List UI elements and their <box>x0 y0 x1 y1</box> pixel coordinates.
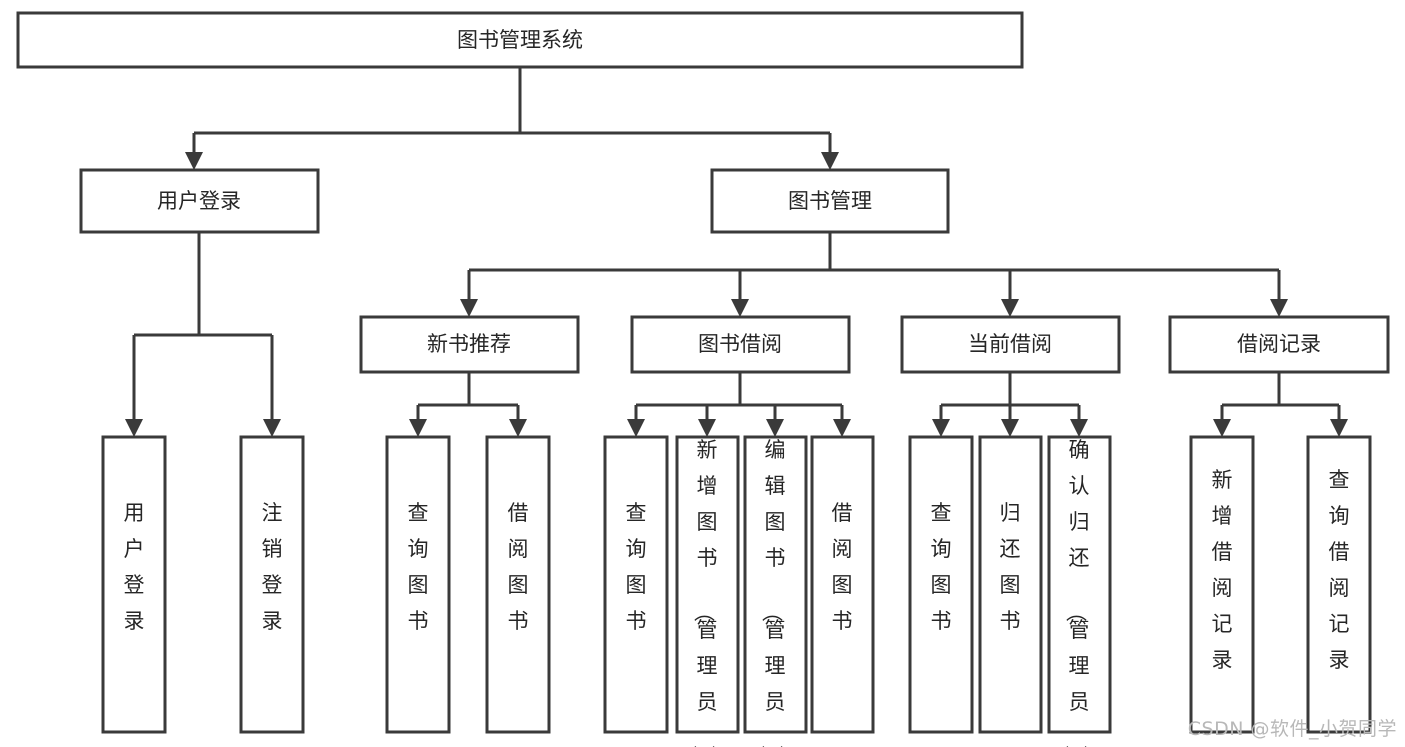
leaf-confirm-return-label: 确认归还（管理员） <box>1064 438 1090 747</box>
leaf-user-logout[interactable]: 注销登录 <box>239 435 305 734</box>
node-new-book-recommend[interactable]: 新书推荐 <box>359 315 580 374</box>
arrow-head-bb-leaf-3 <box>833 419 851 437</box>
arrow-head-cb-leaf-0 <box>932 419 950 437</box>
leaf-query-book-2-box[interactable] <box>603 435 669 734</box>
leaf-query-book-2-label: 查询图书 <box>626 501 647 633</box>
edge-group-new-book-recommend <box>409 372 527 437</box>
edge-group-root <box>185 67 839 170</box>
leaf-query-book-1-box[interactable] <box>385 435 451 734</box>
edge-group-book-manage <box>460 232 1288 317</box>
node-user-login[interactable]: 用户登录 <box>79 168 320 234</box>
leaf-return-book-label: 归还图书 <box>1000 501 1021 633</box>
leaf-add-record[interactable]: 新增借阅记录 <box>1189 435 1255 734</box>
leaf-user-login[interactable]: 用户登录 <box>101 435 167 734</box>
leaf-borrow-book-1-box[interactable] <box>485 435 551 734</box>
leaf-query-book-3-label: 查询图书 <box>931 501 952 633</box>
node-borrow-record-label: 借阅记录 <box>1237 332 1321 356</box>
arrow-head-borrow-record <box>1270 299 1288 317</box>
leaf-query-book-1-label: 查询图书 <box>408 501 429 633</box>
arrow-head-cb-leaf-1 <box>1001 419 1019 437</box>
arrow-head-bb-leaf-0 <box>627 419 645 437</box>
node-book-manage-label: 图书管理 <box>788 189 872 213</box>
node-book-borrow[interactable]: 图书借阅 <box>630 315 851 374</box>
leaf-add-book-label: 新增图书（管理员） <box>692 438 718 747</box>
node-root-box[interactable] <box>16 11 1024 69</box>
leaf-borrow-book-1-label: 借阅图书 <box>508 501 529 633</box>
leaf-query-book-2[interactable]: 查询图书 <box>603 435 669 734</box>
leaf-query-record-label: 查询借阅记录 <box>1329 468 1350 672</box>
leaf-user-logout-label: 注销登录 <box>262 501 283 633</box>
leaf-query-book-1[interactable]: 查询图书 <box>385 435 451 734</box>
arrow-head-user-login-leaf-0 <box>125 419 143 437</box>
arrow-head-user-login-leaf-1 <box>263 419 281 437</box>
node-new-book-recommend-label: 新书推荐 <box>427 332 511 356</box>
node-user-login-box[interactable] <box>79 168 320 234</box>
leaf-query-book-3[interactable]: 查询图书 <box>908 435 974 734</box>
leaf-borrow-book-2[interactable]: 借阅图书 <box>810 435 875 734</box>
node-current-borrow[interactable]: 当前借阅 <box>900 315 1121 374</box>
edge-group-user-login <box>125 232 281 437</box>
arrow-head-new-book-recommend <box>460 299 478 317</box>
node-book-borrow-label: 图书借阅 <box>698 332 782 356</box>
leaf-user-logout-box[interactable] <box>239 435 305 734</box>
edge-group-current-borrow <box>932 372 1088 437</box>
leaf-add-record-label: 新增借阅记录 <box>1212 468 1233 672</box>
arrow-head-br-leaf-1 <box>1330 419 1348 437</box>
node-borrow-record-box[interactable] <box>1168 315 1390 374</box>
edge-group-book-borrow <box>627 372 851 437</box>
leaf-add-record-box[interactable] <box>1189 435 1255 734</box>
node-user-login-label: 用户登录 <box>157 189 241 213</box>
arrow-head-user-login <box>185 152 203 170</box>
arrow-head-nbr-leaf-1 <box>509 419 527 437</box>
node-new-book-recommend-box[interactable] <box>359 315 580 374</box>
node-book-manage-box[interactable] <box>710 168 950 234</box>
leaf-edit-book[interactable]: 编辑图书（管理员） <box>743 435 808 747</box>
leaf-add-book-box[interactable] <box>675 435 740 734</box>
node-root[interactable]: 图书管理系统 <box>16 11 1024 69</box>
node-borrow-record[interactable]: 借阅记录 <box>1168 315 1390 374</box>
leaf-add-book[interactable]: 新增图书（管理员） <box>675 435 740 747</box>
arrow-head-book-manage <box>821 152 839 170</box>
arrow-head-nbr-leaf-0 <box>409 419 427 437</box>
arrow-head-bb-leaf-2 <box>766 419 784 437</box>
leaf-borrow-book-2-box[interactable] <box>810 435 875 734</box>
arrow-head-cb-leaf-2 <box>1070 419 1088 437</box>
leaf-edit-book-box[interactable] <box>743 435 808 734</box>
leaf-query-record-box[interactable] <box>1306 435 1372 734</box>
leaf-borrow-book-1[interactable]: 借阅图书 <box>485 435 551 734</box>
leaf-edit-book-label: 编辑图书（管理员） <box>760 438 786 747</box>
leaf-borrow-book-2-label: 借阅图书 <box>832 501 853 633</box>
node-book-borrow-box[interactable] <box>630 315 851 374</box>
leaf-confirm-return-box[interactable] <box>1047 435 1112 734</box>
leaf-query-record[interactable]: 查询借阅记录 <box>1306 435 1372 734</box>
leaf-user-login-label: 用户登录 <box>124 501 145 633</box>
arrow-head-bb-leaf-1 <box>698 419 716 437</box>
leaf-confirm-return[interactable]: 确认归还（管理员） <box>1047 435 1112 747</box>
leaf-return-book-box[interactable] <box>978 435 1043 734</box>
node-book-manage[interactable]: 图书管理 <box>710 168 950 234</box>
arrow-head-br-leaf-0 <box>1213 419 1231 437</box>
arrow-head-book-borrow <box>731 299 749 317</box>
node-current-borrow-box[interactable] <box>900 315 1121 374</box>
node-root-label: 图书管理系统 <box>457 28 583 52</box>
edge-group-borrow-record <box>1213 372 1348 437</box>
leaf-query-book-3-box[interactable] <box>908 435 974 734</box>
leaf-return-book[interactable]: 归还图书 <box>978 435 1043 734</box>
arrow-head-current-borrow <box>1001 299 1019 317</box>
leaf-user-login-box[interactable] <box>101 435 167 734</box>
node-current-borrow-label: 当前借阅 <box>968 332 1052 356</box>
